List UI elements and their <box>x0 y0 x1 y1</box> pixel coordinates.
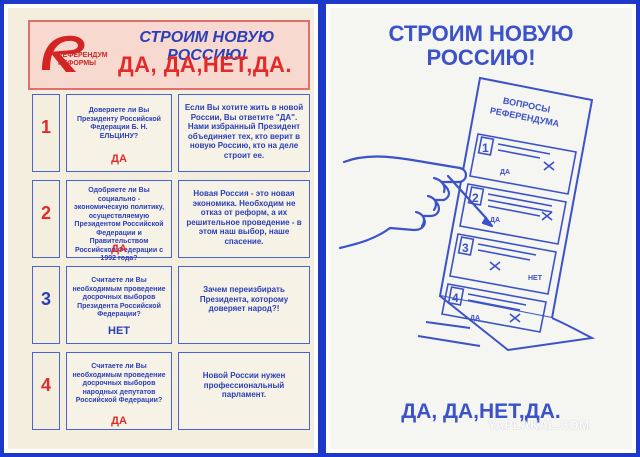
question-number: 1 <box>40 117 51 137</box>
question-box-1: Доверяете ли Вы Президенту Российской Фе… <box>66 94 172 172</box>
ballot-item-box-3 <box>449 233 557 295</box>
left-title: СТРОИМ НОВУЮ РОССИЮ! <box>139 29 275 64</box>
question-number: 4 <box>40 375 51 395</box>
cross-mark-icon <box>541 211 553 221</box>
question-row-2: 2 Одобряете ли Вы социально - экономичес… <box>28 180 310 262</box>
question-answer: ДА <box>111 243 127 255</box>
question-text: Одобряете ли Вы социально - экономическу… <box>73 187 165 262</box>
question-number: 3 <box>40 289 51 309</box>
right-title: СТРОИМ НОВУЮ РОССИЮ! <box>340 22 622 70</box>
watermark: YAPLAKAL.COM <box>488 418 590 432</box>
ballot-item-box-4 <box>441 283 547 333</box>
question-text: Считаете ли Вы необходимым проведение до… <box>72 363 166 404</box>
question-box-3: Считаете ли Вы необходимым проведение до… <box>66 266 172 344</box>
ballot-item-number-4: 4 <box>452 291 459 305</box>
ballot-item-answer-1: ДА <box>500 169 510 176</box>
ballot-cross-marks <box>489 161 555 323</box>
question-row-1: 1 Доверяете ли Вы Президенту Российской … <box>28 94 310 174</box>
question-number: 2 <box>40 203 51 223</box>
argument-box-3: Зачем переизбирать Президента, которому … <box>178 266 310 344</box>
argument-text: Если Вы хотите жить в новой России, Вы о… <box>184 103 304 160</box>
ballot-item-answer-3: НЕТ <box>528 275 543 282</box>
ballot-item-number-2: 2 <box>472 191 479 205</box>
question-answer: НЕТ <box>108 325 130 337</box>
argument-box-1: Если Вы хотите жить в новой России, Вы о… <box>178 94 310 172</box>
right-title-line-2: РОССИЮ! <box>426 45 536 70</box>
argument-text: Новой России нужен профессиональный парл… <box>202 371 286 399</box>
hand-with-pen-icon <box>338 155 494 250</box>
ballot-item-number-1: 1 <box>482 141 489 155</box>
ballot-item-box-1 <box>469 133 577 195</box>
question-answer: ДА <box>111 415 127 427</box>
ballot-item-number-3: 3 <box>462 241 469 255</box>
number-box-1: 1 <box>32 94 60 172</box>
question-row-4: 4 Считаете ли Вы необходимым проведение … <box>28 352 310 432</box>
question-box-4: Считаете ли Вы необходимым проведение до… <box>66 352 172 430</box>
cross-mark-icon <box>543 161 555 171</box>
left-header: РЕФЕРЕНДУМ РЕФОРМЫ СТРОИМ НОВУЮ РОССИЮ! … <box>28 20 310 90</box>
ballot-item-answer-4: ДА <box>470 315 480 322</box>
ballot-item-box-2 <box>459 183 567 245</box>
left-leaflet: РЕФЕРЕНДУМ РЕФОРМЫ СТРОИМ НОВУЮ РОССИЮ! … <box>8 8 314 449</box>
cross-mark-icon <box>509 313 521 323</box>
ballot-sheet <box>417 76 596 352</box>
question-row-3: 3 Считаете ли Вы необходимым проведение … <box>28 266 310 346</box>
argument-text: Зачем переизбирать Президента, которому … <box>199 285 289 313</box>
ballot-item-answer-2: ДА <box>490 217 500 224</box>
right-title-line-1: СТРОИМ НОВУЮ <box>388 21 574 46</box>
cross-mark-icon <box>489 261 501 271</box>
question-text: Доверяете ли Вы Президенту Российской Фе… <box>77 107 161 140</box>
argument-text: Новая Россия - это новая экономика. Необ… <box>186 189 302 246</box>
number-box-2: 2 <box>32 180 60 258</box>
argument-box-4: Новой России нужен профессиональный парл… <box>178 352 310 430</box>
number-box-3: 3 <box>32 266 60 344</box>
referendum-logo-icon <box>42 35 85 72</box>
ballot-illustration: ВОПРОСЫ РЕФЕРЕНДУМА 1 2 3 4 ДА ДА НЕТ ДА <box>338 76 596 352</box>
left-slogan: ДА, ДА,НЕТ,ДА. <box>117 52 293 77</box>
argument-box-2: Новая Россия - это новая экономика. Необ… <box>178 180 310 258</box>
question-text: Считаете ли Вы необходимым проведение до… <box>72 277 166 318</box>
number-box-4: 4 <box>32 352 60 430</box>
logo-text: РЕФЕРЕНДУМ РЕФОРМЫ <box>58 52 108 67</box>
question-answer: ДА <box>111 153 127 165</box>
right-slogan: ДА, ДА,НЕТ,ДА. <box>401 400 561 423</box>
question-box-2: Одобряете ли Вы социально - экономическу… <box>66 180 172 262</box>
